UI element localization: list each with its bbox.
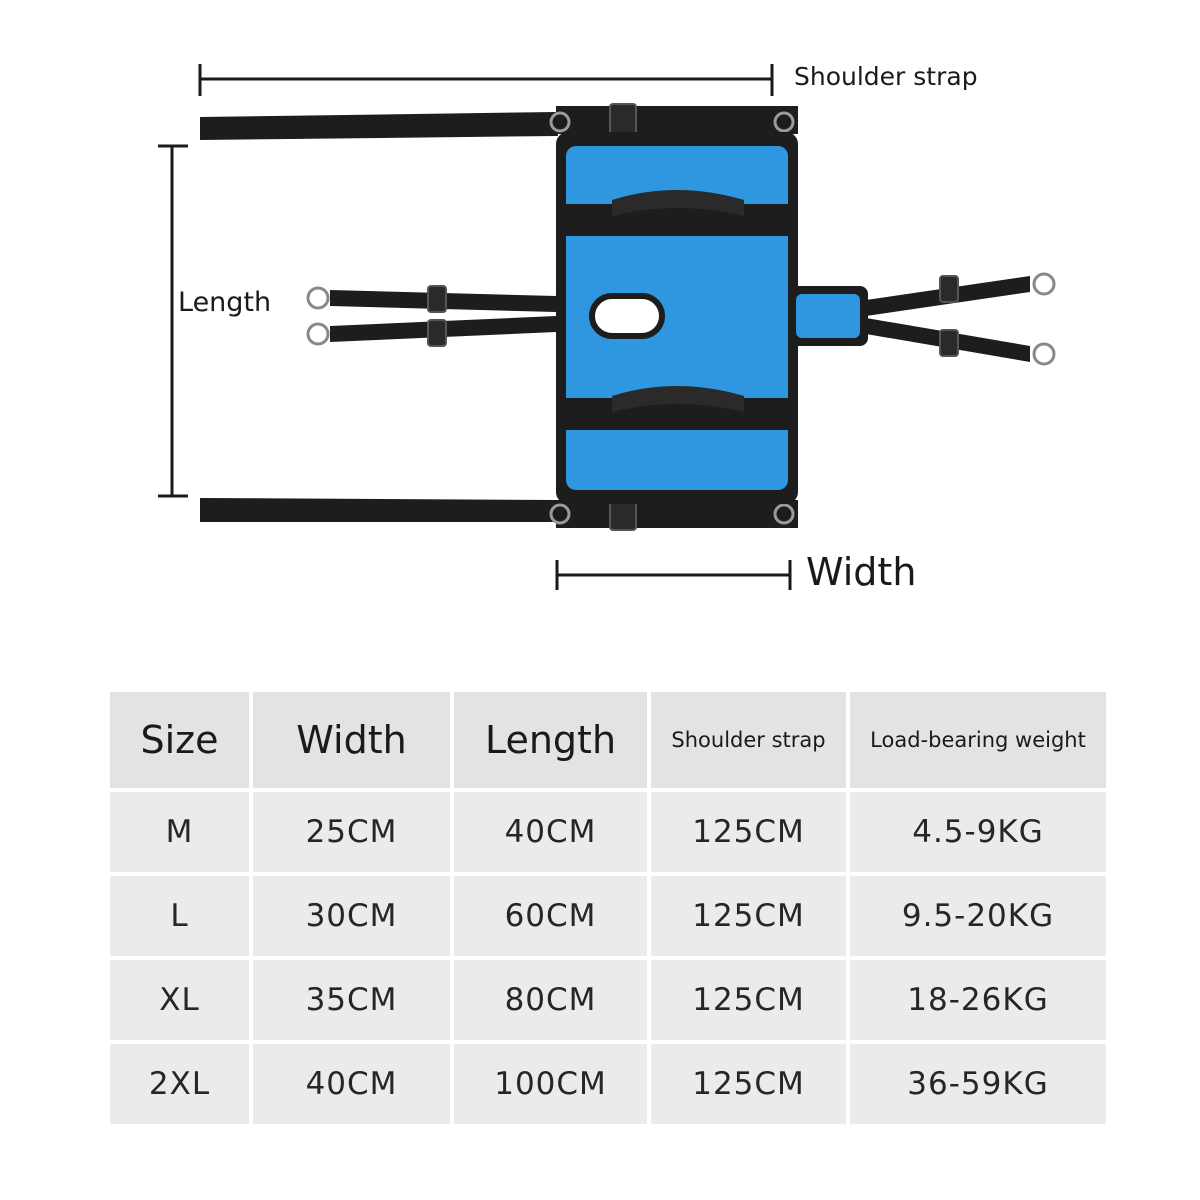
length-dimension	[158, 144, 188, 498]
cell-length: 100CM	[454, 1044, 647, 1124]
cell-width: 25CM	[253, 792, 450, 872]
cell-shoulder-strap: 125CM	[651, 792, 846, 872]
cell-length: 60CM	[454, 876, 647, 956]
width-label: Width	[806, 550, 917, 594]
table-row: M 25CM 40CM 125CM 4.5-9KG	[110, 792, 1106, 872]
left-leg-straps	[306, 285, 556, 347]
cell-load-bearing-weight: 9.5-20KG	[850, 876, 1106, 956]
right-leg-straps	[866, 272, 1056, 366]
header-load-bearing-weight: Load-bearing weight	[850, 692, 1106, 788]
harness-diagram	[158, 64, 1056, 590]
table-row: L 30CM 60CM 125CM 9.5-20KG	[110, 876, 1106, 956]
cell-size: XL	[110, 960, 249, 1040]
cell-load-bearing-weight: 36-59KG	[850, 1044, 1106, 1124]
table-header-row: Size Width Length Shoulder strap Load-be…	[110, 692, 1106, 788]
cell-shoulder-strap: 125CM	[651, 960, 846, 1040]
header-width: Width	[253, 692, 450, 788]
cell-width: 35CM	[253, 960, 450, 1040]
shoulder-strap-dimension	[198, 64, 774, 96]
header-size: Size	[110, 692, 249, 788]
width-dimension	[555, 560, 792, 590]
cell-shoulder-strap: 125CM	[651, 1044, 846, 1124]
cell-size: L	[110, 876, 249, 956]
cell-load-bearing-weight: 18-26KG	[850, 960, 1106, 1040]
header-length: Length	[454, 692, 647, 788]
cell-load-bearing-weight: 4.5-9KG	[850, 792, 1106, 872]
length-label: Length	[178, 287, 272, 318]
table-row: 2XL 40CM 100CM 125CM 36-59KG	[110, 1044, 1106, 1124]
cell-shoulder-strap: 125CM	[651, 876, 846, 956]
cell-length: 40CM	[454, 792, 647, 872]
bottom-shoulder-strap	[200, 498, 798, 531]
shoulder-strap-label: Shoulder strap	[794, 62, 978, 91]
header-shoulder-strap: Shoulder strap	[651, 692, 846, 788]
top-shoulder-strap	[200, 103, 798, 140]
cell-size: M	[110, 792, 249, 872]
size-table: Size Width Length Shoulder strap Load-be…	[106, 688, 1110, 1128]
sling-pad	[556, 132, 868, 504]
cell-length: 80CM	[454, 960, 647, 1040]
cell-width: 30CM	[253, 876, 450, 956]
table-row: XL 35CM 80CM 125CM 18-26KG	[110, 960, 1106, 1040]
cell-size: 2XL	[110, 1044, 249, 1124]
cell-width: 40CM	[253, 1044, 450, 1124]
